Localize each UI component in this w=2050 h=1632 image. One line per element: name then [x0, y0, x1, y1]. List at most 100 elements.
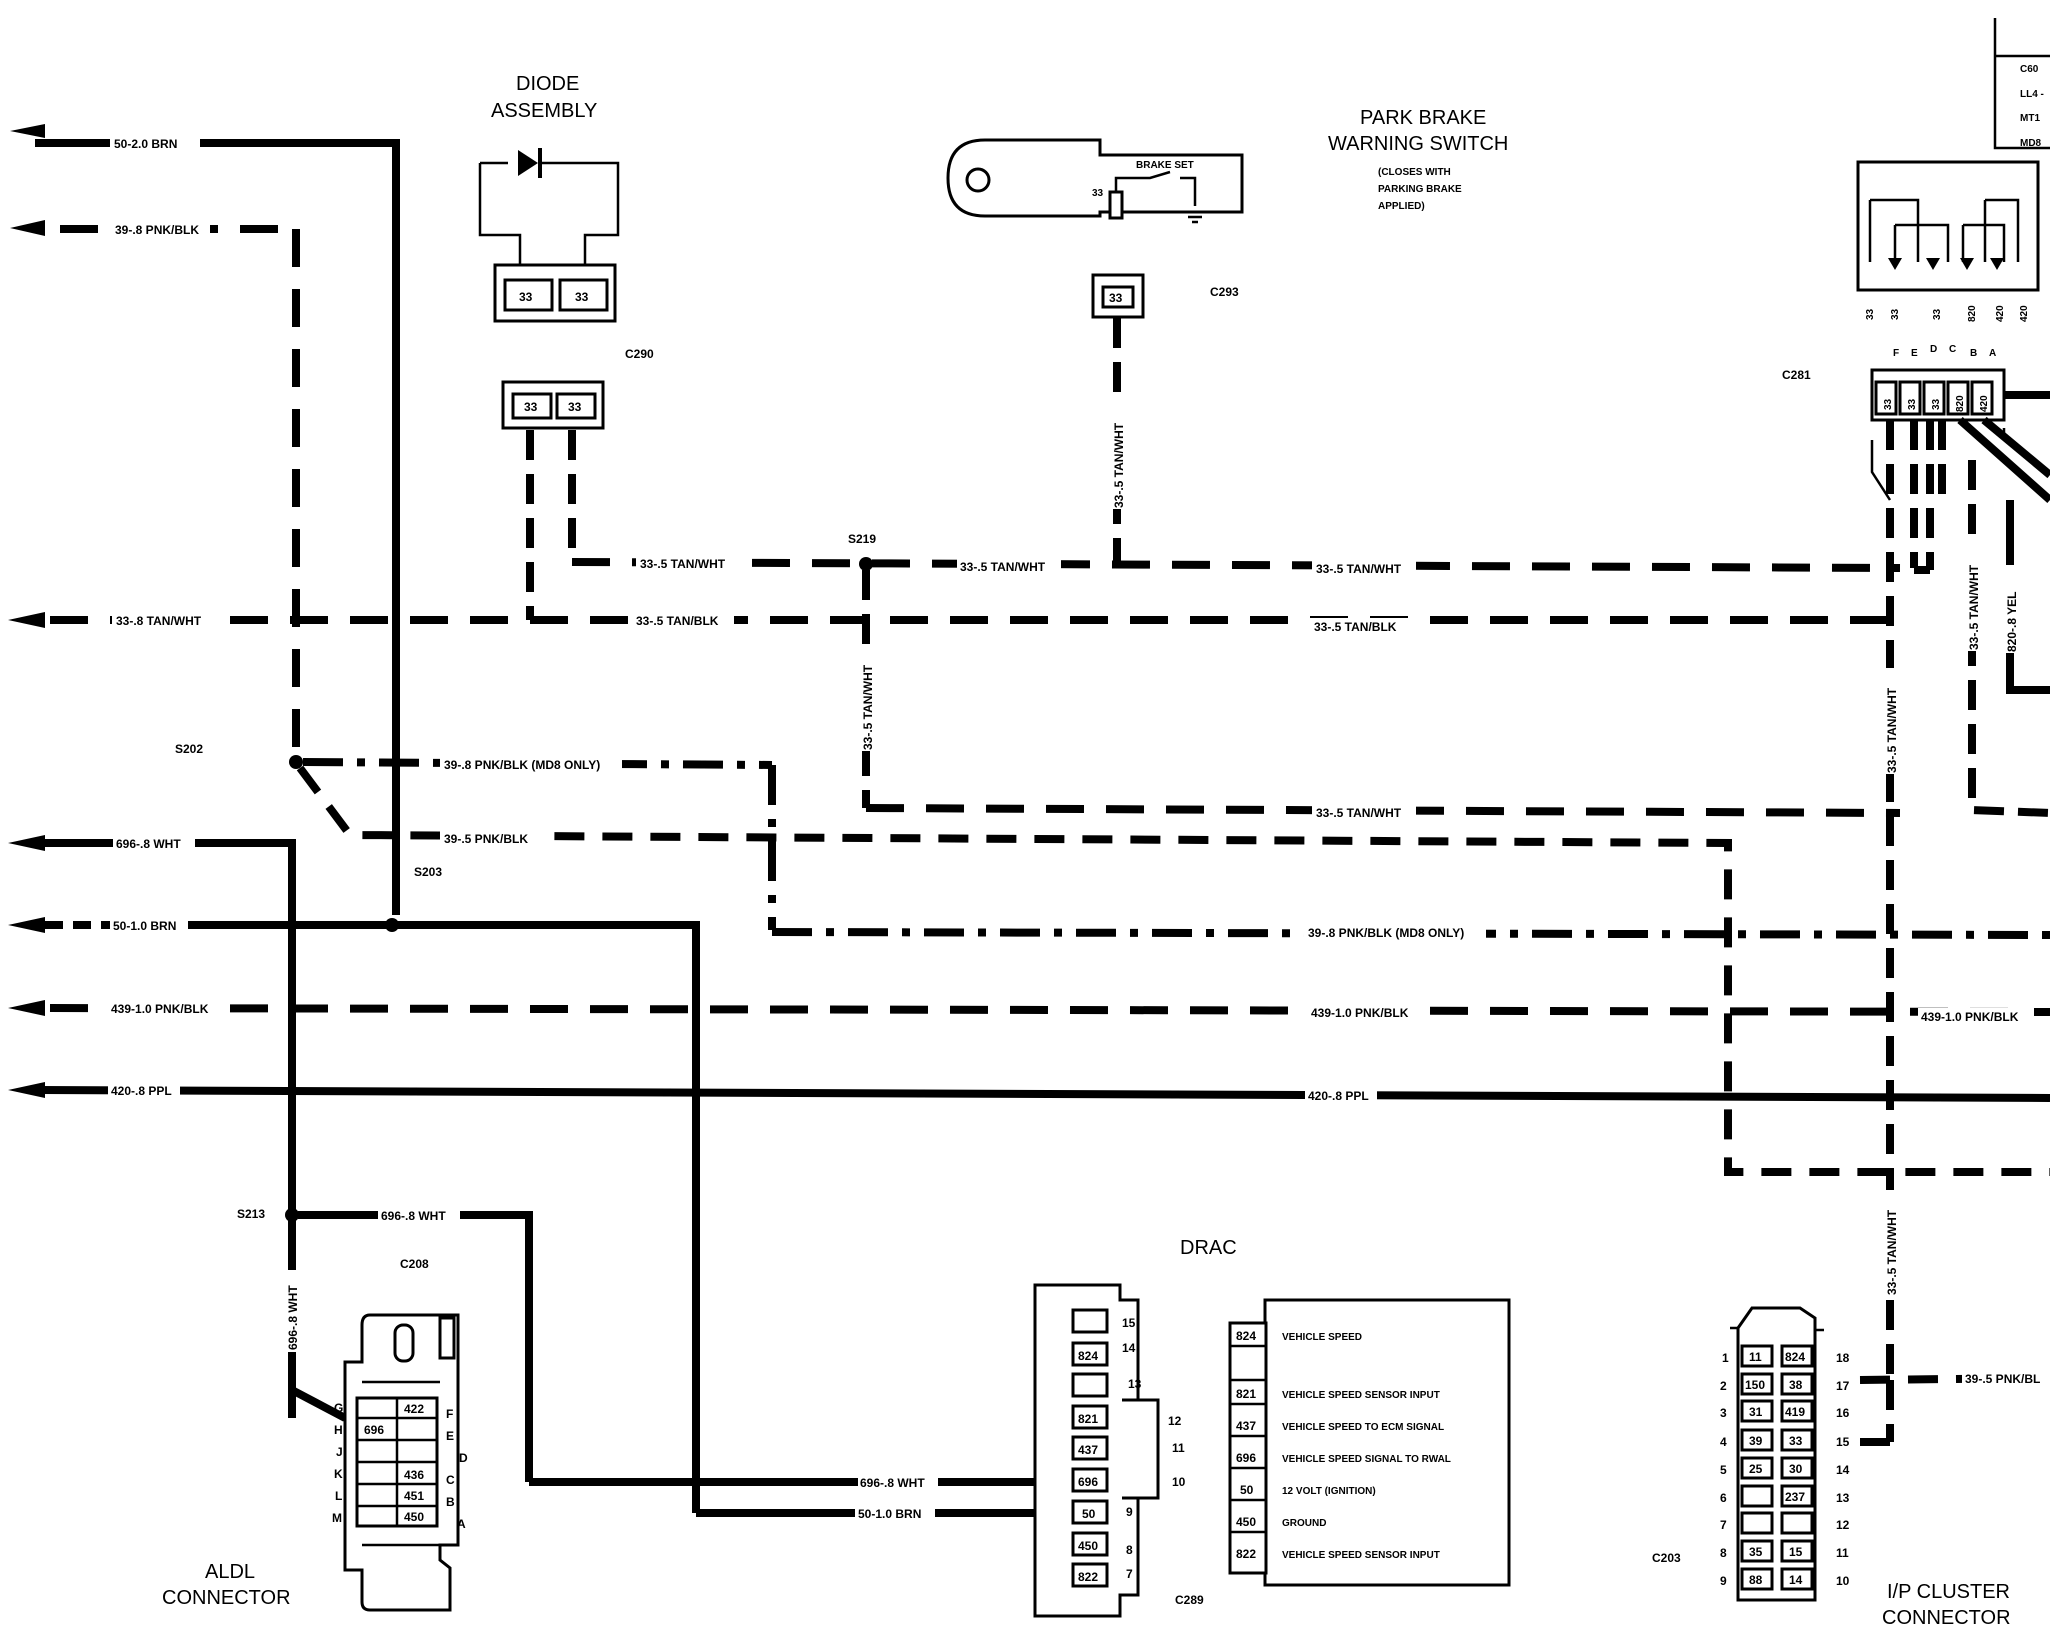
wire-420-.8-ppl: 420-.8 PPL 420-.8 PPL [8, 1082, 2050, 1103]
svg-text:39: 39 [1749, 1434, 1763, 1448]
wire-label: 33-.5 TAN/WHT [1885, 687, 1899, 773]
svg-text:7: 7 [1126, 1567, 1133, 1581]
wire-label: 696-.8 WHT [381, 1209, 446, 1223]
svg-text:A: A [457, 1517, 466, 1531]
svg-text:824: 824 [1078, 1349, 1098, 1363]
svg-text:C203: C203 [1652, 1551, 1681, 1565]
svg-text:450: 450 [404, 1510, 424, 1524]
connector-c293: 33 C293 33-.5 TAN/WHT [1091, 273, 1239, 562]
svg-text:237: 237 [1785, 1490, 1805, 1504]
svg-text:33: 33 [1932, 308, 1943, 320]
svg-text:451: 451 [404, 1489, 424, 1503]
svg-text:420: 420 [1995, 305, 2006, 322]
svg-text:450: 450 [1078, 1539, 1098, 1553]
wire-label: 33-.5 TAN/WHT [861, 664, 875, 750]
svg-text:8: 8 [1126, 1543, 1133, 1557]
drac-pin-table: 824 821 437 696 50 450 822 VEHICLE SPEED… [1228, 1298, 1511, 1587]
wire-439-1.0-pnk-blk: 439-1.0 PNK/BLK 439-1.0 PNK/BLK 439-1.0 … [8, 1000, 2050, 1024]
svg-text:33: 33 [1883, 398, 1894, 410]
svg-text:33: 33 [1931, 398, 1942, 410]
svg-text:150: 150 [1745, 1378, 1765, 1392]
svg-text:VEHICLE SPEED: VEHICLE SPEED [1282, 1332, 1362, 1343]
svg-text:LL4 -: LL4 - [2020, 89, 2044, 100]
aldl-grid: 422 696 436 451 450 [355, 1396, 439, 1528]
svg-text:WARNING SWITCH: WARNING SWITCH [1328, 133, 1508, 155]
ip-left-cells: 11 150 31 39 25 35 88 [1740, 1344, 1774, 1591]
svg-text:B: B [446, 1495, 455, 1509]
wire-label: 33-.8 TAN/WHT [116, 614, 202, 628]
svg-text:422: 422 [404, 1402, 424, 1416]
svg-text:10: 10 [1836, 1574, 1850, 1588]
wire-39-.8-pnk-blk: 39-.8 PNK/BLK [10, 220, 300, 762]
diode-assembly: DIODE ASSEMBLY 33 33 [478, 73, 620, 323]
svg-text:33: 33 [1890, 308, 1901, 320]
svg-text:CONNECTOR: CONNECTOR [162, 1587, 291, 1609]
wire-label: 50-1.0 BRN [858, 1507, 921, 1521]
svg-text:16: 16 [1836, 1406, 1850, 1420]
svg-text:3: 3 [1720, 1406, 1727, 1420]
svg-text:33: 33 [519, 290, 533, 304]
svg-text:CONNECTOR: CONNECTOR [1882, 1607, 2011, 1629]
svg-text:14: 14 [1789, 1573, 1803, 1587]
wire-label: 439-1.0 PNK/BLK [1311, 1006, 1409, 1020]
svg-text:C290: C290 [625, 347, 654, 361]
svg-text:C60: C60 [2020, 64, 2039, 75]
svg-text:822: 822 [1078, 1570, 1098, 1584]
svg-text:K: K [334, 1467, 343, 1481]
svg-text:E: E [1911, 348, 1918, 359]
svg-text:D: D [1930, 344, 1937, 355]
svg-text:437: 437 [1236, 1419, 1256, 1433]
wire-label: 420-.8 PPL [111, 1084, 172, 1098]
svg-text:9: 9 [1126, 1505, 1133, 1519]
ip-cluster-connector: 11 150 31 39 25 35 88 824 38 419 33 30 2… [1652, 1306, 2011, 1629]
svg-text:33: 33 [1092, 188, 1104, 199]
wire-33-tan-wht-row: 33-.8 TAN/WHT 33-.5 TAN/BLK 33-.5 TAN/BL… [8, 612, 1900, 634]
svg-text:38: 38 [1789, 1378, 1803, 1392]
wire-label: 39-.8 PNK/BLK (MD8 ONLY) [1308, 926, 1464, 940]
svg-text:C: C [446, 1473, 455, 1487]
svg-text:M: M [332, 1511, 342, 1525]
svg-text:822: 822 [1236, 1547, 1256, 1561]
svg-text:12: 12 [1836, 1518, 1850, 1532]
svg-text:PARK BRAKE: PARK BRAKE [1360, 107, 1486, 129]
svg-text:F: F [446, 1407, 453, 1421]
connector-c281: 33 33 33 820 420 420 F E D C B A C281 33… [1782, 160, 2050, 1446]
svg-text:10: 10 [1172, 1475, 1186, 1489]
svg-text:5: 5 [1720, 1463, 1727, 1477]
svg-text:VEHICLE SPEED SENSOR INPUT: VEHICLE SPEED SENSOR INPUT [1282, 1390, 1440, 1401]
svg-text:15: 15 [1122, 1316, 1136, 1330]
svg-text:D: D [459, 1451, 468, 1465]
svg-text:11: 11 [1172, 1441, 1185, 1455]
svg-text:(CLOSES WITH: (CLOSES WITH [1378, 167, 1451, 178]
svg-text:33: 33 [568, 400, 582, 414]
wire-label: 39-.8 PNK/BLK (MD8 ONLY) [444, 758, 600, 772]
svg-text:696: 696 [1236, 1451, 1256, 1465]
wire-label: 439-1.0 PNK/BLK [111, 1002, 209, 1016]
wire-label: 33-.5 TAN/BLK [1314, 620, 1397, 634]
svg-text:4: 4 [1720, 1435, 1727, 1449]
svg-text:E: E [446, 1429, 454, 1443]
svg-text:436: 436 [404, 1468, 424, 1482]
svg-text:15: 15 [1789, 1545, 1803, 1559]
svg-text:824: 824 [1236, 1329, 1256, 1343]
wire-label: 39-.5 PNK/BL [1965, 1372, 2040, 1386]
splice-s219: S219 33-.5 TAN/WHT 33-.5 TAN/WHT [848, 532, 1901, 820]
svg-text:14: 14 [1122, 1341, 1136, 1355]
wire-label: 33-.5 TAN/WHT [960, 560, 1046, 574]
wire-39-md8-only: 39-.8 PNK/BLK (MD8 ONLY) 39-.8 PNK/BLK (… [302, 756, 2050, 940]
svg-text:ASSEMBLY: ASSEMBLY [491, 100, 597, 122]
svg-text:J: J [336, 1445, 343, 1459]
wire-label: 33-.5 TAN/WHT [1316, 562, 1402, 576]
option-box: C60 LL4 - MT1 MD8 [1993, 18, 2050, 150]
wire-39-.5-pnk-blk: 39-.5 PNK/BLK [296, 765, 2050, 1176]
wire-label: 696-.8 WHT [286, 1285, 300, 1350]
connector-c290: C290 33 33 33-.5 TAN/WHT 33-.5 TAN/WHT 3… [501, 347, 1901, 620]
svg-text:1: 1 [1722, 1351, 1729, 1365]
svg-text:50: 50 [1082, 1507, 1096, 1521]
svg-text:820: 820 [1967, 305, 1978, 322]
svg-text:11: 11 [1836, 1546, 1849, 1560]
splice-s202: S202 [175, 742, 303, 769]
svg-text:H: H [334, 1423, 343, 1437]
svg-text:GROUND: GROUND [1282, 1518, 1326, 1529]
splice-s213: S213 696-.8 WHT 696-.8 WHT 696-.8 WHT [237, 1207, 1075, 1490]
